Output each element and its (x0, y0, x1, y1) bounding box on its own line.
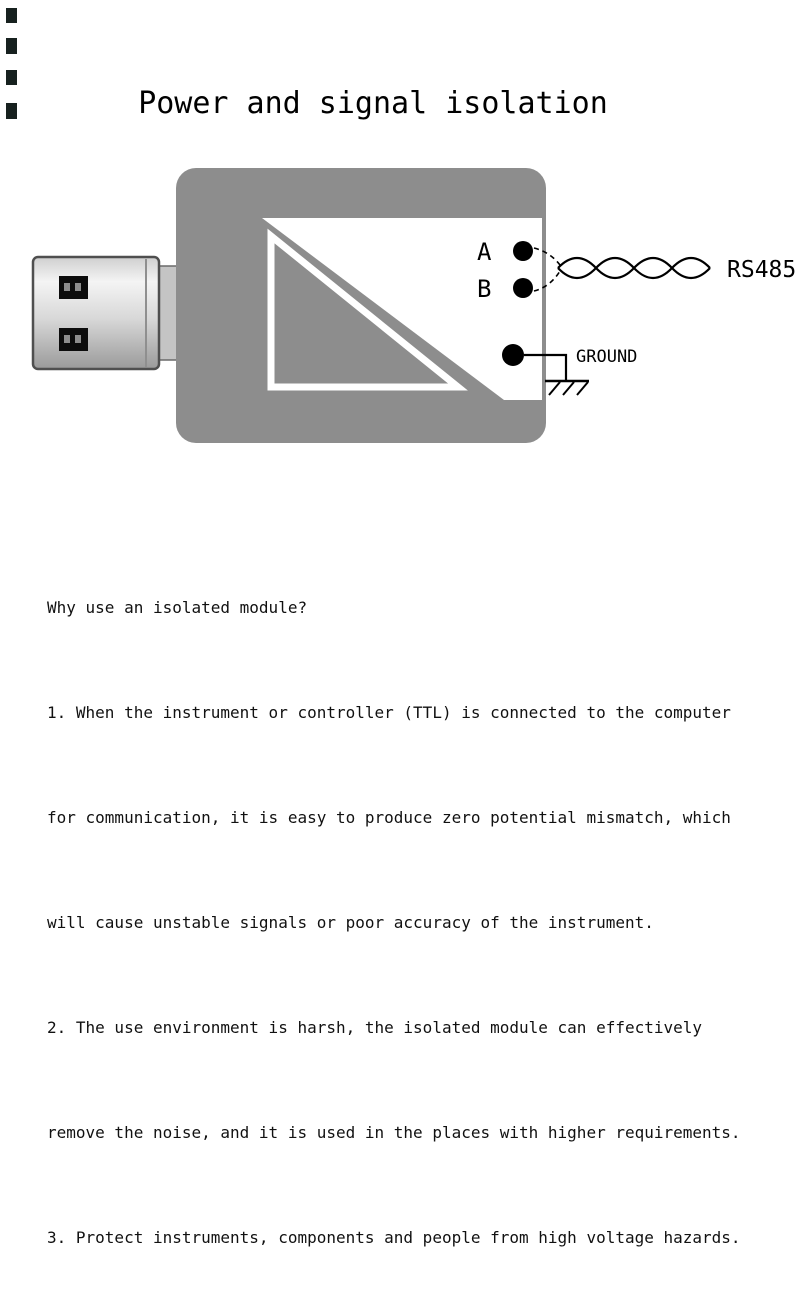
description-line: for communication, it is easy to produce… (47, 808, 731, 827)
usb-contact-slot (75, 335, 81, 343)
photo-edge-artifact (6, 103, 17, 119)
terminal-a-label: A (477, 238, 492, 266)
description-line: 1. When the instrument or controller (TT… (47, 703, 731, 722)
isolation-triangle-outline (267, 228, 468, 391)
isolation-panel (262, 218, 542, 400)
ground-symbol-tick (576, 381, 589, 396)
usb-contact-hole-bottom (59, 328, 88, 351)
photo-edge-artifact (6, 70, 17, 85)
description-line: will cause unstable signals or poor accu… (47, 913, 654, 932)
usb-contact-slot (64, 335, 70, 343)
usb-contact-slot (75, 283, 81, 291)
description-line: 2. The use environment is harsh, the iso… (47, 1018, 703, 1037)
ground-symbol-tick (548, 381, 561, 396)
page-title: Power and signal isolation (138, 86, 608, 121)
ground-wire (524, 353, 568, 381)
photo-edge-artifact (6, 38, 17, 54)
usb-contact-slot (64, 283, 70, 291)
terminal-b-dot (513, 278, 533, 298)
description-text: Why use an isolated module? 1. When the … (47, 520, 767, 1290)
ground-symbol-tick (562, 381, 575, 396)
terminal-a-lead-dashed (533, 247, 561, 266)
terminal-a-dot (513, 241, 533, 261)
rs485-label: RS485 (727, 257, 796, 283)
description-line: remove the noise, and it is used in the … (47, 1123, 741, 1142)
usb-connector-shell (31, 255, 161, 371)
photo-edge-artifacts (6, 8, 17, 119)
ground-terminal-dot (502, 344, 524, 366)
photo-edge-artifact (6, 8, 17, 23)
terminal-b-label: B (477, 275, 491, 303)
ground-label: GROUND (576, 347, 637, 367)
description-heading: Why use an isolated module? (47, 598, 308, 617)
description-line: 3. Protect instruments, components and p… (47, 1228, 741, 1247)
twisted-pair-wire-2 (557, 256, 711, 280)
isolation-diagram: A B RS485 GROUND (6, 8, 796, 443)
usb-contact-hole-top (59, 276, 88, 299)
terminal-b-lead-dashed (533, 270, 561, 292)
